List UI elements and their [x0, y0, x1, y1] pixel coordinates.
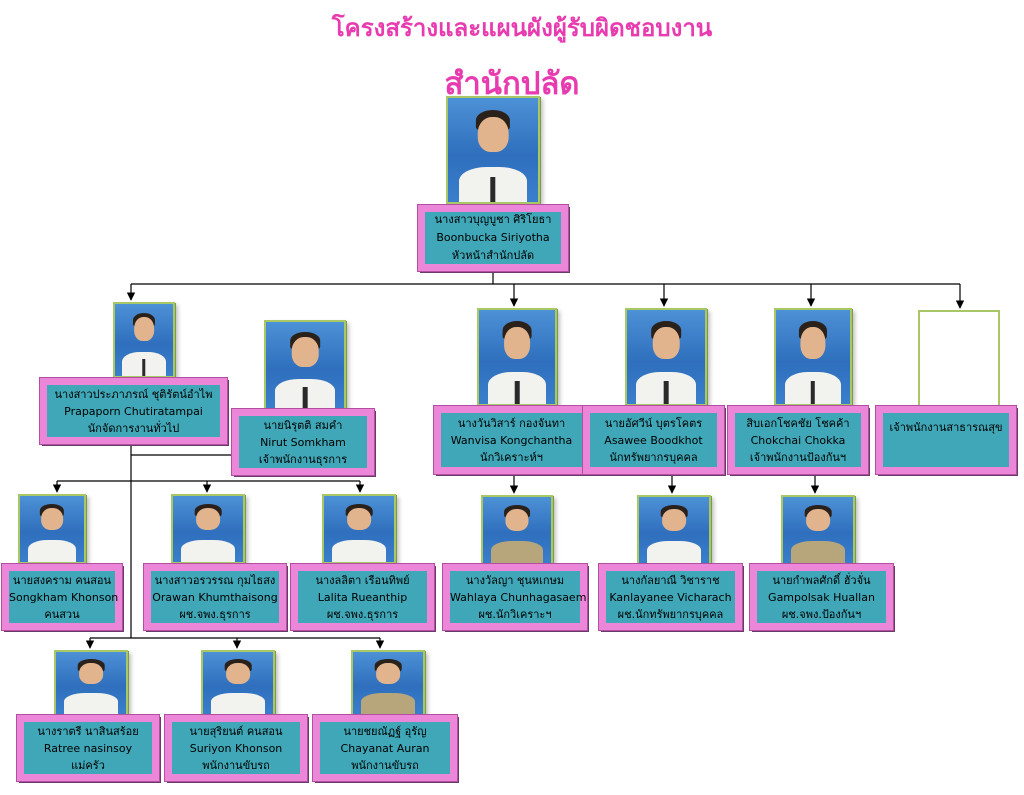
card-nirut: นายนิรุตติ สมคำ Nirut Somkham เจ้าพนักงา…	[231, 408, 375, 476]
photo-kanlayanee	[637, 495, 711, 565]
card-head: นางสาวบุญบูชา ศิริโยธา Boonbucka Siriyot…	[417, 204, 569, 272]
staff-position: นักจัดการงานทั่วไป	[87, 421, 180, 435]
card-chokchai: สิบเอกโชคชัย โชคค้า Chokchai Chokka เจ้า…	[727, 405, 869, 475]
staff-name-en: Chayanat Auran	[340, 741, 430, 755]
staff-name-en: Orawan Khumthaisong	[152, 590, 278, 604]
staff-name-en: Songkham Khonson	[9, 590, 119, 604]
card-kanlayanee: นางกัลยาณี วิชาราช Kanlayanee Vicharach …	[598, 563, 743, 631]
photo-gampolsak	[781, 495, 855, 565]
staff-position: พนักงานขับรถ	[351, 758, 419, 772]
photo-wahlaya	[481, 495, 553, 565]
staff-name-th: นางสาวประภาภรณ์ ชุติรัตน์อำไพ	[54, 387, 213, 401]
card-orawan: นางสาวอรวรรณ กุมไธสง Orawan Khumthaisong…	[143, 563, 287, 631]
staff-name-th: นายอัศวีน์ บุตรโคตร	[604, 416, 703, 430]
photo-orawan	[171, 494, 245, 564]
staff-position: ผช.จพง.ป้องกันฯ	[781, 607, 862, 621]
staff-name-th: นางวันวิสาร์ กองจันทา	[457, 416, 566, 430]
photo-chayanat	[351, 650, 425, 716]
card-vacant: เจ้าพนักงานสาธารณสุข	[875, 405, 1017, 475]
card-suriyon: นายสุริยนต์ คนสอน Suriyon Khonson พนักงา…	[164, 714, 308, 782]
staff-position: พนักงานขับรถ	[202, 758, 270, 772]
staff-name-en: Gampolsak Huallan	[768, 590, 875, 604]
staff-name-en: Nirut Somkham	[260, 435, 346, 449]
staff-name-en: Ratree nasinsoy	[43, 741, 133, 755]
staff-name-th: นายกำพลศักดิ์ ฮั่วจั่น	[772, 573, 871, 587]
card-songkham: นายสงคราม คนสอน Songkham Khonson คนสวน	[1, 563, 123, 631]
photo-prapaporn	[113, 302, 175, 378]
staff-position: เจ้าพนักงานสาธารณสุข	[889, 421, 1003, 434]
card-chayanat: นายชยณัฏฐ์ อุรัญ Chayanat Auran พนักงานข…	[312, 714, 458, 782]
staff-name-th: นางสาวอรวรรณ กุมไธสง	[154, 573, 276, 587]
staff-name-en: Suriyon Khonson	[189, 741, 283, 755]
photo-head	[446, 96, 540, 204]
staff-name-th: นายสงคราม คนสอน	[12, 573, 112, 587]
photo-suriyon	[201, 650, 275, 716]
head-name-th: นางสาวบุญบูชา ศิริโยธา	[434, 213, 552, 226]
staff-position: เจ้าพนักงานธุรการ	[258, 452, 348, 466]
card-lalita: นางลลิตา เรือนทิพย์ Lalita Rueanthip ผช.…	[290, 563, 435, 631]
staff-name-th: นายสุริยนต์ คนสอน	[189, 724, 283, 738]
staff-name-th: นางกัลยาณี วิชาราช	[621, 573, 720, 587]
card-prapaporn: นางสาวประภาภรณ์ ชุติรัตน์อำไพ Prapaporn …	[39, 377, 228, 445]
staff-position: นักวิเคราะห์ฯ	[480, 450, 543, 464]
photo-lalita	[322, 494, 396, 564]
photo-asawee	[625, 308, 707, 406]
card-asawee: นายอัศวีน์ บุตรโคตร Asawee Boodkhot นักท…	[582, 405, 725, 475]
staff-name-en: Prapaporn Chutiratampai	[64, 404, 203, 418]
staff-name-en: Wanvisa Kongchantha	[450, 433, 573, 447]
card-ratree: นางราตรี นาสินสร้อย Ratree nasinsoy แม่ค…	[16, 714, 160, 782]
photo-wanvisa	[477, 308, 557, 406]
staff-position: ผช.นักทรัพยากรบุคคล	[617, 607, 724, 621]
staff-name-th: สิบเอกโชคชัย โชคค้า	[746, 416, 850, 430]
card-gampolsak: นายกำพลศักดิ์ ฮั่วจั่น Gampolsak Huallan…	[749, 563, 894, 631]
head-name-en: Boonbucka Siriyotha	[436, 231, 550, 244]
staff-name-th: นายนิรุตติ สมคำ	[263, 418, 343, 432]
staff-name-en: Chokchai Chokka	[750, 433, 846, 447]
staff-position: แม่ครัว	[71, 758, 105, 772]
staff-name-en: Asawee Boodkhot	[604, 433, 703, 447]
staff-name-th: นางลลิตา เรือนทิพย์	[315, 573, 410, 587]
staff-position: ผช.จพง.ธุรการ	[179, 607, 251, 621]
photo-chokchai	[774, 308, 852, 406]
staff-position: นักทรัพยากรบุคคล	[609, 450, 698, 464]
card-wahlaya: นางวัลญา ชุนหเกษม Wahlaya Chunhagasaem ผ…	[442, 563, 588, 631]
photo-ratree	[54, 650, 128, 716]
head-position: หัวหน้าสำนักปลัด	[451, 249, 535, 262]
staff-name-th: นางราตรี นาสินสร้อย	[37, 724, 139, 738]
staff-name-th: นายชยณัฏฐ์ อุรัญ	[343, 724, 427, 738]
photo-songkham	[18, 494, 86, 564]
card-wanvisa: นางวันวิสาร์ กองจันทา Wanvisa Kongchanth…	[433, 405, 590, 475]
chart-title: โครงสร้างและแผนผังผู้รับผิดชอบงาน	[331, 14, 713, 42]
staff-position: คนสวน	[44, 607, 80, 621]
photo-nirut	[264, 320, 346, 410]
photo-vacant-placeholder	[918, 310, 1000, 410]
staff-name-en: Kanlayanee Vicharach	[609, 590, 732, 604]
staff-name-en: Lalita Rueanthip	[317, 590, 408, 604]
staff-name-th: นางวัลญา ชุนหเกษม	[465, 573, 565, 587]
staff-name-en: Wahlaya Chunhagasaem	[450, 590, 587, 604]
staff-position: เจ้าพนักงานป้องกันฯ	[749, 450, 847, 464]
staff-position: ผช.นักวิเคราะฯ	[478, 607, 552, 621]
staff-position: ผช.จพง.ธุรการ	[326, 607, 399, 621]
